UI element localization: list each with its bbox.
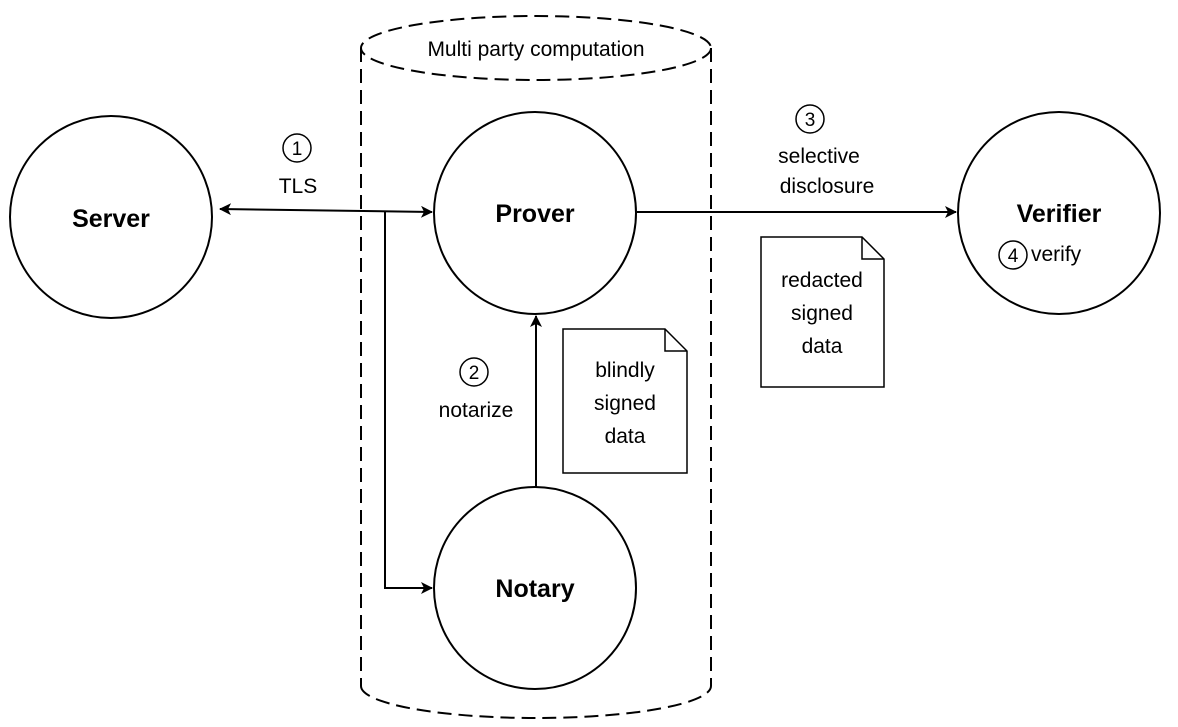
step-3-badge	[795, 104, 825, 134]
mpc-label: Multi party computation	[427, 38, 644, 61]
verifier-node	[957, 111, 1161, 315]
step-3-number: 3	[805, 110, 816, 131]
step-1-badge	[282, 133, 312, 163]
step-2-number: 2	[469, 363, 480, 384]
tls-to-notary-arrow	[384, 211, 433, 594]
disclosure-label-line2: disclosure	[780, 175, 875, 198]
verifier-label: Verifier	[1017, 200, 1102, 228]
mpc-cylinder	[360, 15, 712, 719]
blindly-signed-document-fold	[664, 329, 687, 352]
step-4-number: 4	[1008, 246, 1019, 267]
redacted-signed-document-fold	[861, 237, 884, 260]
notary-label: Notary	[495, 575, 574, 603]
tls-arrow	[219, 203, 433, 218]
notarize-label: notarize	[439, 399, 514, 422]
redacted-signed-document-outline	[760, 236, 885, 388]
redacted-signed-document: redacted signed data	[760, 236, 885, 388]
tls-label: TLS	[279, 175, 318, 198]
server-label: Server	[72, 205, 150, 233]
server-node	[9, 115, 213, 319]
step-4-badge	[998, 240, 1028, 270]
blindly-signed-line2: signed	[594, 392, 656, 415]
blindly-signed-document-outline	[562, 328, 688, 474]
blindly-signed-line1: blindly	[595, 359, 655, 382]
blindly-signed-document: blindly signed data	[562, 328, 688, 474]
step-1-number: 1	[292, 139, 303, 160]
step-2-badge	[459, 357, 489, 387]
redacted-signed-line1: redacted	[781, 269, 863, 292]
redacted-signed-line2: signed	[791, 302, 853, 325]
redacted-signed-line3: data	[802, 335, 843, 358]
blindly-signed-line3: data	[605, 425, 646, 448]
mpc-cylinder-bottom	[360, 685, 712, 719]
prover-node	[433, 111, 637, 315]
verify-label: verify	[1031, 243, 1082, 266]
disclosure-label-line1: selective	[778, 145, 860, 168]
prover-label: Prover	[495, 200, 574, 228]
